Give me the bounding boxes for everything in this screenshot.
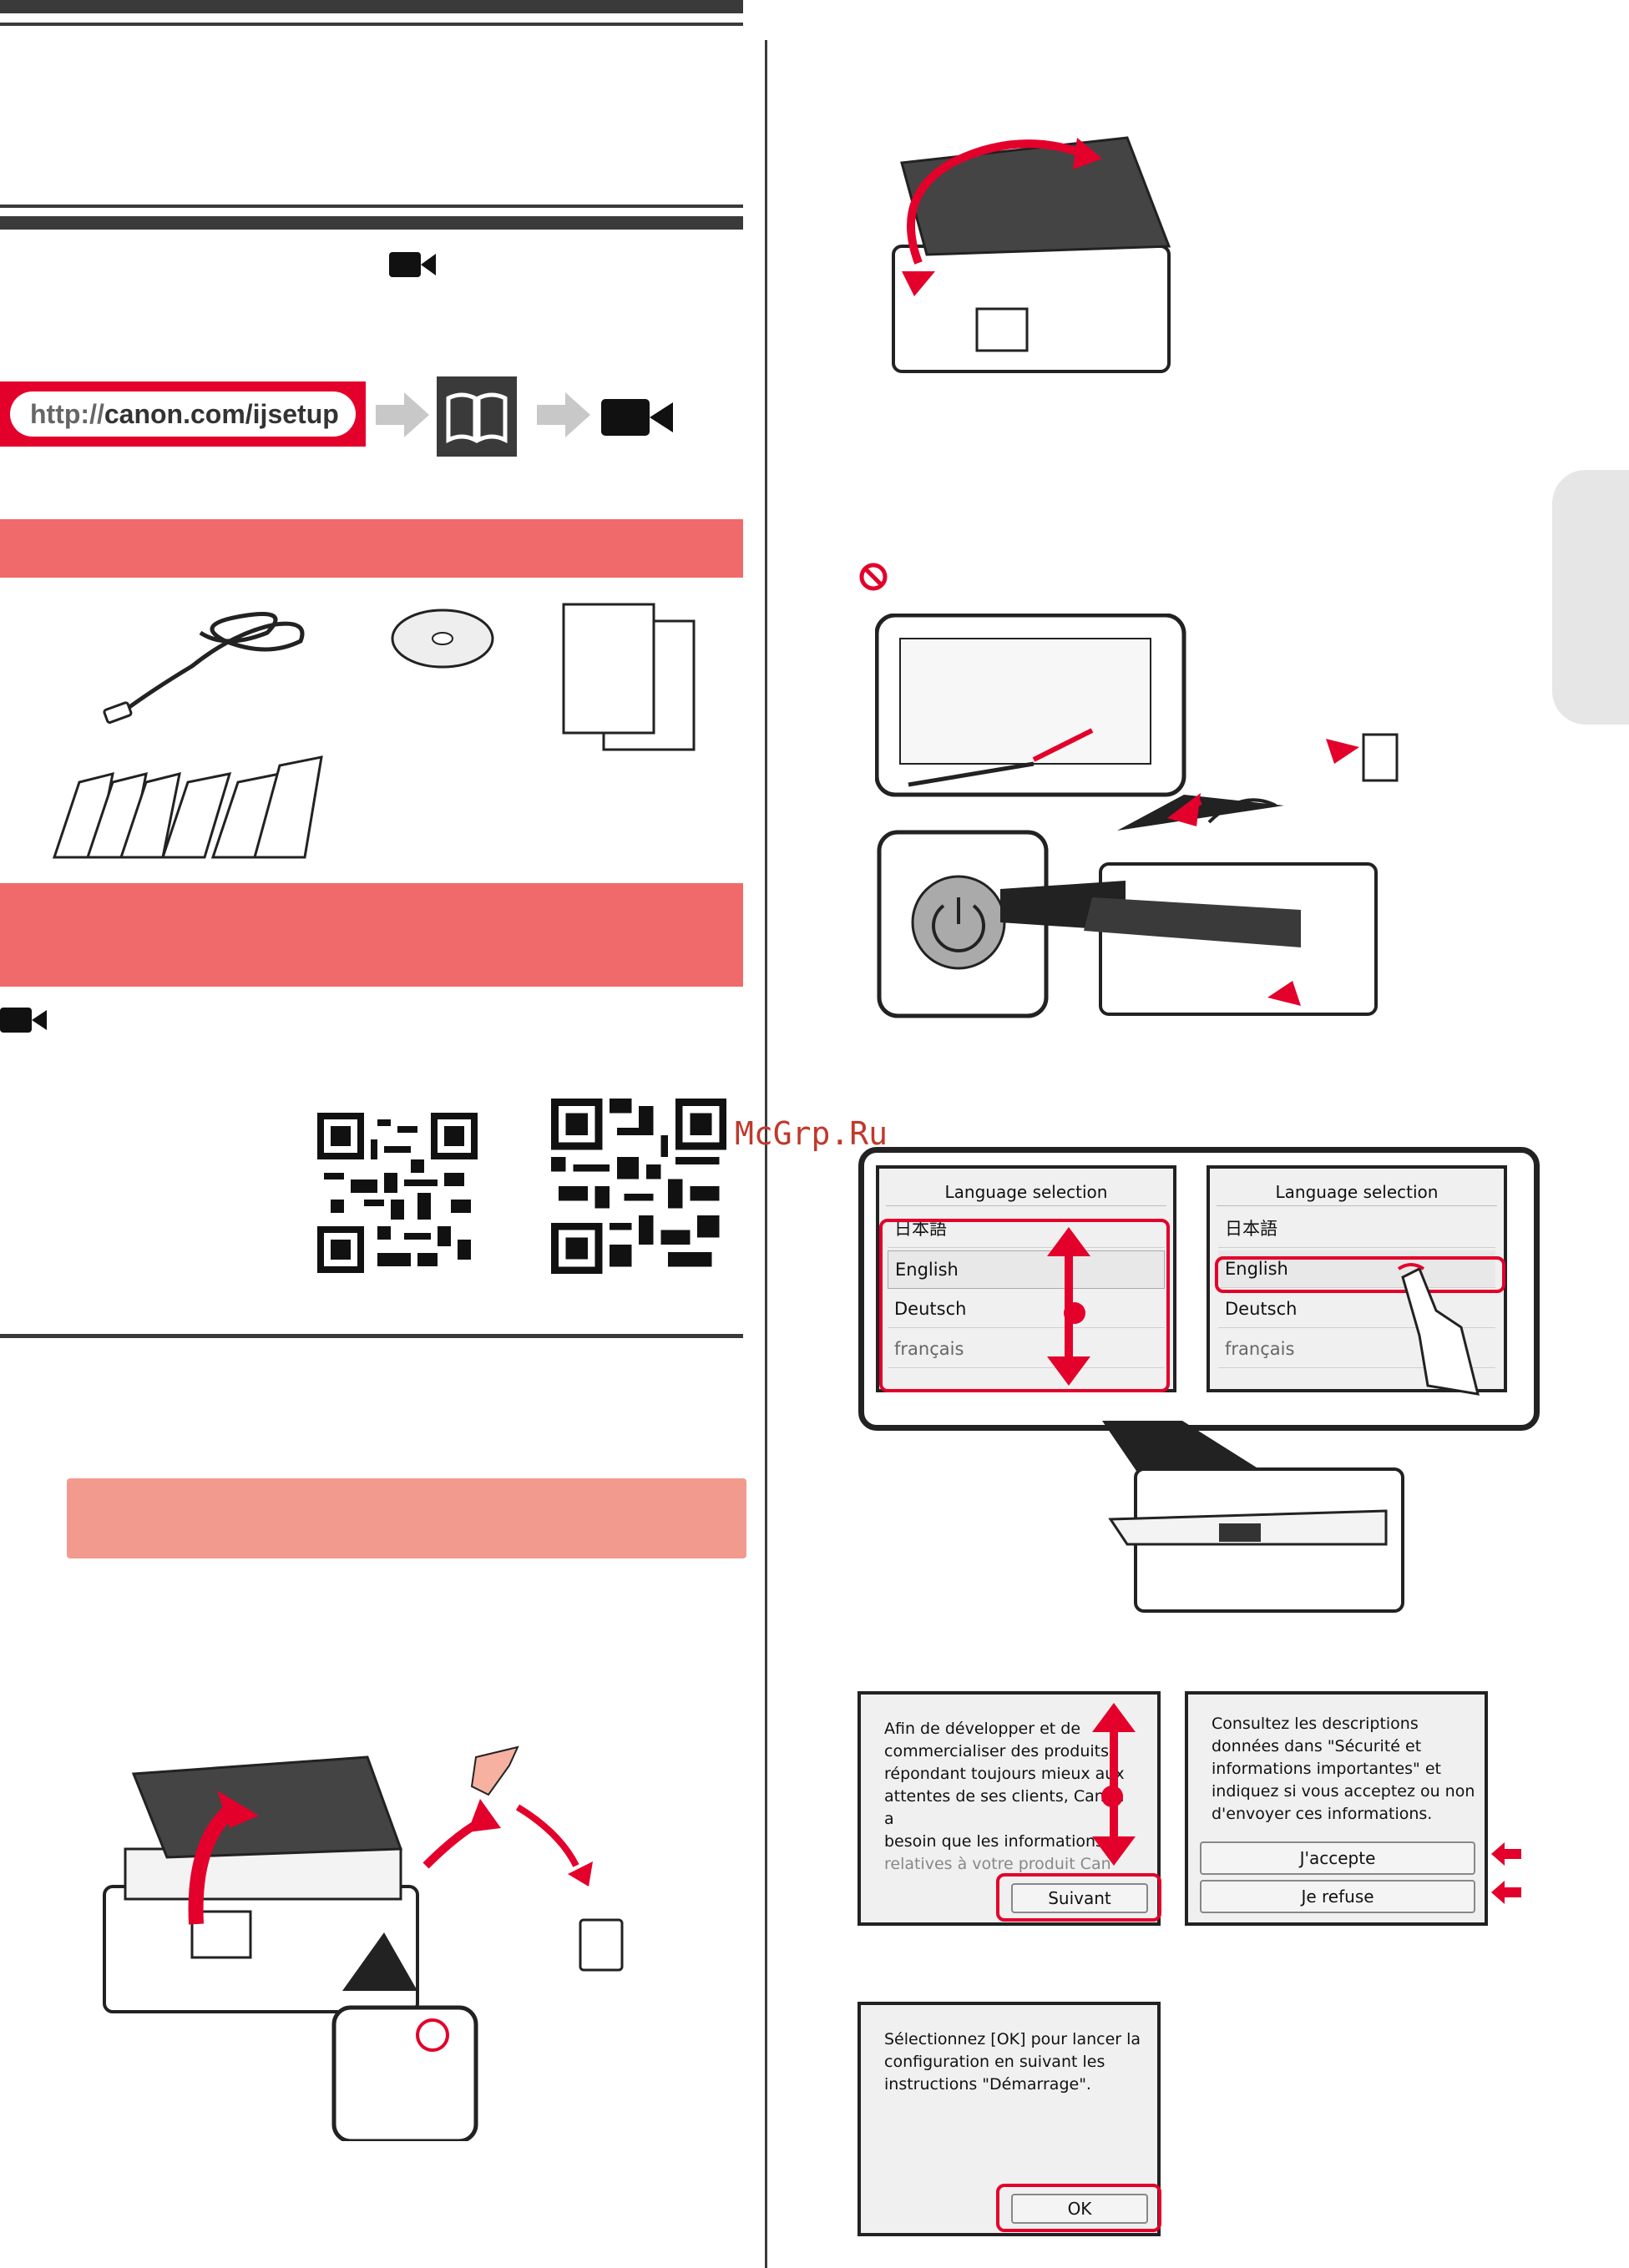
url-prefix: http:// — [30, 399, 104, 429]
watermark: McGrp.Ru — [735, 1115, 888, 1152]
refuse-button[interactable]: Je refuse — [1200, 1880, 1475, 1913]
url-main: canon.com/ijsetup — [104, 399, 339, 429]
message-line: Afin de développer et de — [884, 1720, 1081, 1738]
power-connection-illustration — [875, 614, 1401, 1023]
section-rule — [0, 205, 743, 208]
next-button[interactable]: Suivant — [1011, 1883, 1148, 1913]
language-screen-right: Language selection 日本語 English Deutsch f… — [1207, 1165, 1507, 1392]
message-line: d'envoyer ces informations. — [1212, 1805, 1433, 1823]
video-camera-icon — [0, 1008, 47, 1033]
message-line: informations importantes" et — [1212, 1760, 1441, 1778]
message-line: relatives à votre produit Can — [884, 1855, 1111, 1873]
prohibited-icon — [858, 562, 888, 592]
section-rule-thick — [0, 216, 743, 230]
language-item[interactable]: Deutsch — [1218, 1291, 1495, 1328]
top-rule — [0, 0, 743, 13]
arrow-left-icon — [1491, 1842, 1521, 1866]
ok-button-highlight — [996, 2184, 1161, 2232]
language-screen-left: Language selection 日本語 English Deutsch f… — [876, 1165, 1176, 1392]
scroll-arrows-icon — [1044, 1227, 1094, 1386]
power-cord-illustration — [100, 599, 326, 725]
language-title: Language selection — [944, 1182, 1108, 1202]
scroll-arrows-icon — [1090, 1703, 1137, 1866]
arrow-right-icon — [537, 392, 590, 437]
manual-sheets-icon — [562, 603, 697, 753]
language-item[interactable]: 日本語 — [1218, 1210, 1495, 1248]
language-item[interactable]: 日本語 — [888, 1210, 1165, 1248]
consent-screen: Consultez les descriptions données dans … — [1185, 1691, 1488, 1926]
message-line: instructions "Démarrage". — [884, 2075, 1091, 2094]
language-item[interactable]: Deutsch — [888, 1291, 1165, 1328]
arrow-right-icon — [376, 392, 429, 437]
printer-open-scanner-illustration — [852, 129, 1202, 397]
printer-control-panel-illustration — [1102, 1419, 1419, 1619]
qr-code-1[interactable] — [317, 1112, 478, 1274]
language-list-highlight — [879, 1219, 1170, 1392]
message-line: besoin que les informations — [884, 1832, 1104, 1851]
cd-rom-icon — [388, 605, 497, 672]
accept-button[interactable]: J'accepte — [1200, 1841, 1475, 1875]
ink-cartridges-illustration — [46, 749, 330, 866]
message-line: Sélectionnez [OK] pour lancer la — [884, 2030, 1141, 2048]
column-divider — [765, 40, 767, 2268]
video-camera-icon — [601, 399, 673, 436]
top-thin-rule — [0, 23, 743, 26]
language-item[interactable]: français — [888, 1331, 1165, 1368]
side-tab — [1552, 470, 1629, 725]
language-item[interactable]: français — [1218, 1331, 1495, 1368]
qr-code-2[interactable] — [551, 1098, 726, 1275]
english-highlight — [1215, 1256, 1505, 1293]
section-rule — [0, 1334, 743, 1338]
privacy-message: Afin de développer et de commercialiser … — [884, 1718, 1135, 1876]
start-setup-screen: Sélectionnez [OK] pour lancer la configu… — [858, 2002, 1161, 2236]
section-header-box-contents — [0, 519, 743, 578]
message-line: répondant toujours mieux aux — [884, 1765, 1125, 1783]
message-line: attentes de ses clients, Canon a — [884, 1787, 1125, 1828]
start-message: Sélectionnez [OK] pour lancer la configu… — [884, 2028, 1160, 2096]
message-line: indiquez si vous acceptez ou non — [1212, 1782, 1475, 1801]
message-line: configuration en suivant les — [884, 2053, 1105, 2071]
printer-remove-tape-illustration — [67, 1740, 668, 2141]
manual-book-icon — [437, 376, 517, 457]
language-title: Language selection — [1275, 1182, 1439, 1202]
section-header-installing — [0, 883, 743, 987]
message-line: données dans "Sécurité et — [1212, 1737, 1422, 1755]
setup-url-box[interactable]: http://canon.com/ijsetup — [0, 381, 366, 447]
video-camera-icon — [389, 250, 436, 279]
ok-button[interactable]: OK — [1011, 2194, 1148, 2224]
tap-finger-icon — [1386, 1260, 1486, 1402]
info-box-highlight — [67, 1478, 746, 1558]
consent-message: Consultez les descriptions données dans … — [1212, 1713, 1479, 1826]
language-item[interactable]: English — [888, 1250, 1165, 1289]
arrow-left-icon — [1491, 1881, 1521, 1904]
message-line: commercialiser des produits — [884, 1742, 1110, 1760]
next-button-highlight — [996, 1873, 1161, 1922]
message-line: Consultez les descriptions — [1212, 1715, 1419, 1733]
